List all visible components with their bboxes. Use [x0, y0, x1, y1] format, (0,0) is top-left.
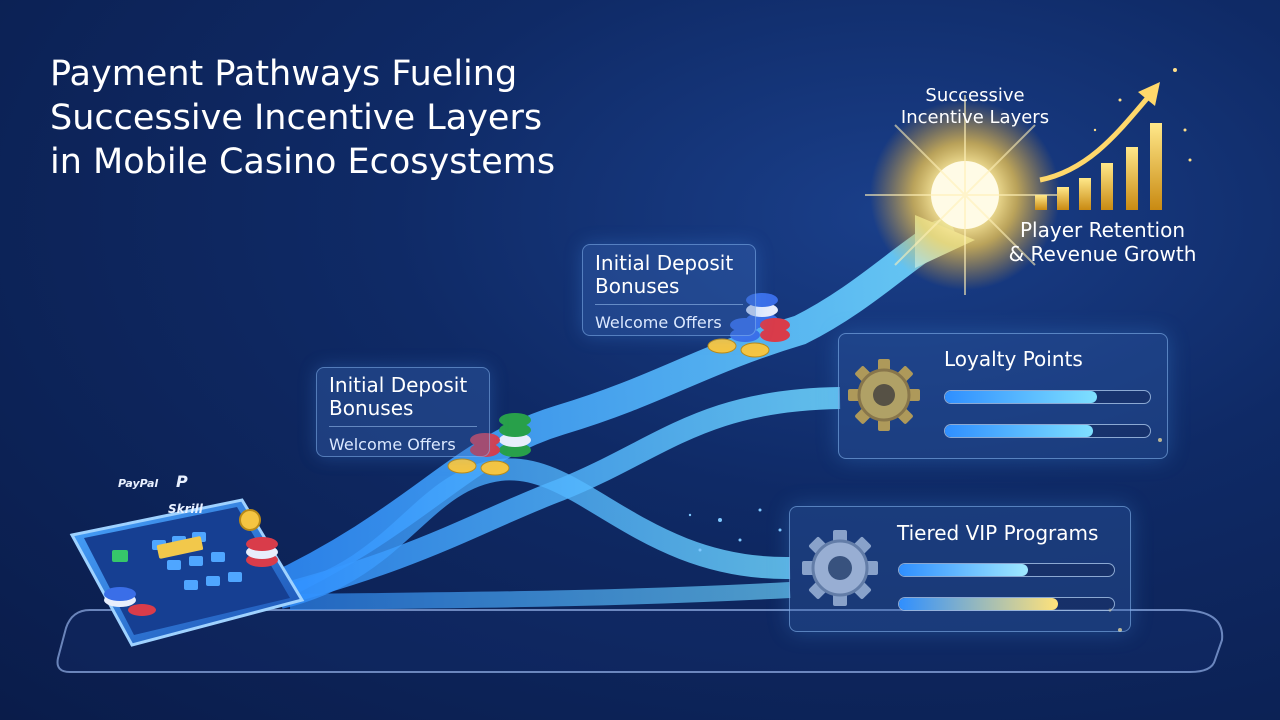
deposit-bonus-card: Initial Deposit Bonuses Welcome Offers [582, 244, 756, 336]
label-line: Incentive Layers [900, 107, 1050, 128]
progress-bar [944, 390, 1151, 404]
page-title: Payment Pathways Fueling Successive Ince… [50, 52, 670, 184]
label-line: & Revenue Growth [1008, 242, 1197, 266]
label-line: Player Retention [1019, 218, 1186, 242]
loyalty-points-panel: Loyalty Points [838, 333, 1168, 459]
card-heading: Initial Deposit [595, 251, 734, 275]
blue-sparkles [688, 508, 782, 552]
progress-fill [899, 598, 1059, 610]
skrill-logo: Skrill [168, 502, 203, 516]
title-line: Payment Pathways Fueling [50, 54, 518, 94]
gold-gear-icon [848, 359, 920, 431]
growth-bar-chart-icon [1035, 82, 1162, 210]
card-divider [595, 304, 743, 305]
paypal-mark-logo: P [176, 472, 188, 491]
casino-chips-icon [104, 509, 278, 616]
title-line: Successive Incentive Layers [50, 98, 543, 138]
label-line: Successive [925, 85, 1025, 106]
progress-fill [945, 425, 1093, 437]
progress-fill [945, 391, 1097, 403]
panel-title: Loyalty Points [944, 347, 1083, 371]
platform-outline [56, 609, 1224, 673]
growth-label: Player Retention & Revenue Growth [995, 218, 1210, 266]
card-heading: Bonuses [329, 396, 414, 420]
paypal-logo: PayPal [118, 477, 159, 490]
progress-bar [944, 424, 1151, 438]
card-heading: Initial Deposit [329, 373, 468, 397]
title-line: in Mobile Casino Ecosystems [50, 142, 556, 182]
vip-programs-panel: Tiered VIP Programs [789, 506, 1131, 632]
progress-fill [899, 564, 1028, 576]
progress-bar [898, 597, 1115, 611]
stream-low [289, 582, 791, 610]
progress-bar [898, 563, 1115, 577]
panel-title: Tiered VIP Programs [897, 521, 1099, 545]
silver-gear-icon [802, 530, 878, 606]
card-subtitle: Welcome Offers [595, 313, 722, 332]
card-heading: Bonuses [595, 274, 680, 298]
card-subtitle: Welcome Offers [329, 435, 456, 454]
card-divider [329, 426, 477, 427]
glow-rays [865, 95, 1065, 295]
deposit-bonus-card: Initial Deposit Bonuses Welcome Offers [316, 367, 490, 457]
successive-layers-label: Successive Incentive Layers [880, 85, 1070, 129]
